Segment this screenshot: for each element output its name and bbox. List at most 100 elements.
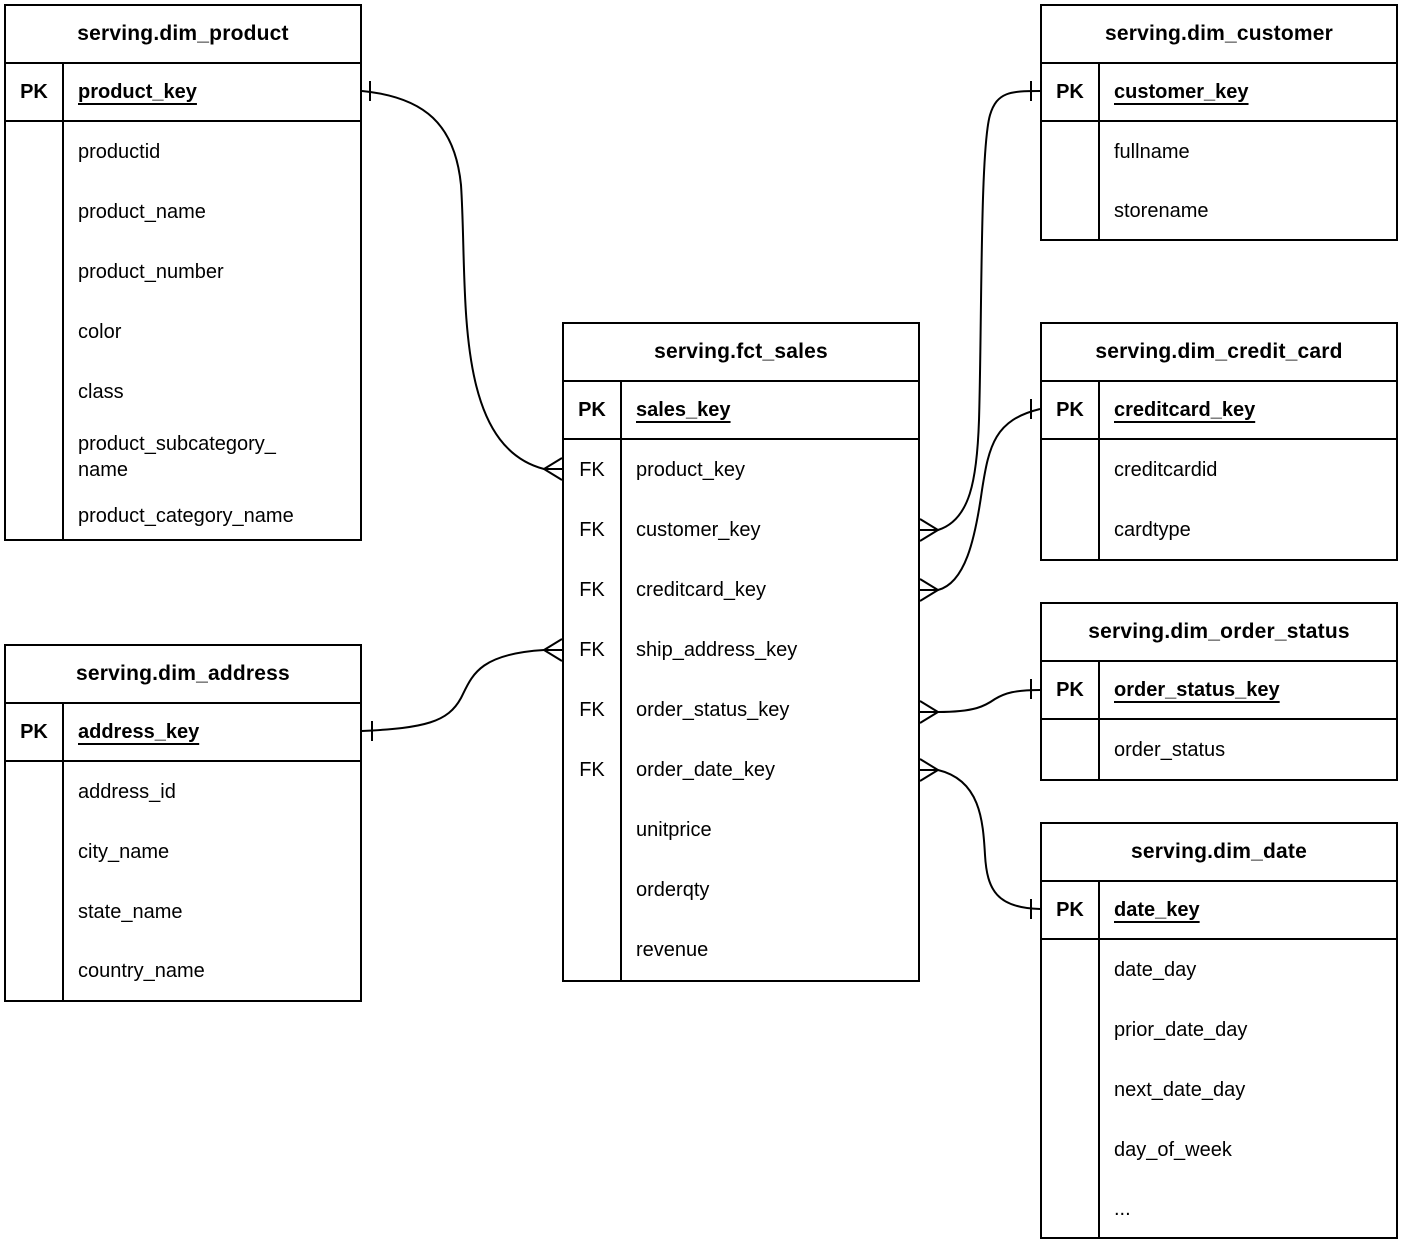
connector-line <box>937 769 1041 910</box>
key-badge <box>1042 1000 1100 1060</box>
connector-fct-sales-creditcard-key-to-dim-credit-card <box>919 399 1041 602</box>
pk-badge: PK <box>1042 882 1100 938</box>
connector-fct-sales-customer-key-to-dim-customer <box>919 81 1041 542</box>
table-title: serving.dim_product <box>6 6 360 64</box>
key-badge <box>6 762 64 822</box>
pk-badge: PK <box>6 704 64 760</box>
pk-badge: PK <box>564 382 622 438</box>
key-badge <box>1042 440 1100 500</box>
table-title: serving.dim_date <box>1042 824 1396 882</box>
key-badge <box>1042 1180 1100 1237</box>
pk-field-name: customer_key <box>1114 81 1249 103</box>
field-name: address_id <box>78 781 176 803</box>
field-row: FK product_key <box>564 440 918 500</box>
field-row: date_day <box>1042 940 1396 1000</box>
crow-foot-icon <box>919 518 940 542</box>
field-name: revenue <box>636 939 709 961</box>
field-row: storename <box>1042 182 1396 239</box>
connector-fct-sales-order-date-key-to-dim-date <box>919 758 1041 919</box>
key-badge <box>6 422 64 492</box>
table-dim-address: serving.dim_address PK address_key addre… <box>4 644 362 1002</box>
field-name: orderqty <box>636 879 710 901</box>
key-badge <box>6 182 64 242</box>
pk-row: PK creditcard_key <box>1042 382 1396 440</box>
field-name: customer_key <box>636 519 761 541</box>
field-name: next_date_day <box>1114 1079 1246 1101</box>
field-row: creditcardid <box>1042 440 1396 500</box>
connector-line <box>937 689 1041 713</box>
connector-line <box>937 408 1041 591</box>
pk-field-name: address_key <box>78 721 200 743</box>
fk-badge: FK <box>564 680 622 740</box>
key-badge <box>564 860 622 920</box>
key-badge <box>1042 182 1100 239</box>
crow-foot-icon <box>542 457 563 481</box>
pk-field-name: order_status_key <box>1114 679 1280 701</box>
field-row: unitprice <box>564 800 918 860</box>
field-row: next_date_day <box>1042 1060 1396 1120</box>
field-row: cardtype <box>1042 500 1396 559</box>
table-dim-date: serving.dim_date PK date_key date_day pr… <box>1040 822 1398 1239</box>
key-badge <box>6 822 64 882</box>
field-row: FK customer_key <box>564 500 918 560</box>
field-name: productid <box>78 141 161 163</box>
field-row: product_number <box>6 242 360 302</box>
field-name: storename <box>1114 199 1209 222</box>
pk-row: PK customer_key <box>1042 64 1396 122</box>
pk-row: PK address_key <box>6 704 360 762</box>
field-name: state_name <box>78 901 183 923</box>
key-badge <box>6 882 64 942</box>
field-row: orderqty <box>564 860 918 920</box>
table-title: serving.dim_customer <box>1042 6 1396 64</box>
connector-fct-sales-order-status-key-to-dim-order-status <box>919 679 1041 724</box>
connector-line <box>361 90 545 470</box>
fk-badge: FK <box>564 560 622 620</box>
key-badge <box>1042 122 1100 182</box>
key-badge <box>1042 1060 1100 1120</box>
pk-badge: PK <box>6 64 64 120</box>
table-dim-credit-card: serving.dim_credit_card PK creditcard_ke… <box>1040 322 1398 561</box>
pk-row: PK order_status_key <box>1042 662 1396 720</box>
key-badge <box>6 302 64 362</box>
field-name: date_day <box>1114 959 1197 981</box>
table-title: serving.dim_address <box>6 646 360 704</box>
field-name: product_number <box>78 261 224 283</box>
field-name: creditcard_key <box>636 579 767 601</box>
pk-badge: PK <box>1042 64 1100 120</box>
field-row: country_name <box>6 942 360 1000</box>
pk-field-name: product_key <box>78 81 197 103</box>
field-row: day_of_week <box>1042 1120 1396 1180</box>
field-row: order_status <box>1042 720 1396 779</box>
pk-field-name: sales_key <box>636 399 731 421</box>
key-badge <box>1042 720 1100 779</box>
connector-fct-sales-ship-address-key-to-dim-address <box>361 638 563 741</box>
key-badge <box>6 942 64 1000</box>
field-name: product_subcategory_name <box>78 433 276 481</box>
pk-row: PK product_key <box>6 64 360 122</box>
field-row: fullname <box>1042 122 1396 182</box>
field-row: address_id <box>6 762 360 822</box>
pk-field-name: date_key <box>1114 899 1200 921</box>
field-row: FK creditcard_key <box>564 560 918 620</box>
field-name: country_name <box>78 960 205 982</box>
field-name: creditcardid <box>1114 459 1218 481</box>
field-row: FK ship_address_key <box>564 620 918 680</box>
connector-line <box>361 649 545 732</box>
fk-badge: FK <box>564 740 622 800</box>
field-name: product_name <box>78 201 206 223</box>
table-title: serving.fct_sales <box>564 324 918 382</box>
table-dim-order-status: serving.dim_order_status PK order_status… <box>1040 602 1398 781</box>
crow-foot-icon <box>919 758 940 782</box>
field-name: color <box>78 321 122 343</box>
field-name: ... <box>1114 1197 1131 1220</box>
field-name: ship_address_key <box>636 639 798 661</box>
fk-badge: FK <box>564 620 622 680</box>
pk-row: PK sales_key <box>564 382 918 440</box>
field-row: product_subcategory_name <box>6 422 360 492</box>
field-row: FK order_date_key <box>564 740 918 800</box>
field-row: state_name <box>6 882 360 942</box>
field-name: unitprice <box>636 819 712 841</box>
table-dim-customer: serving.dim_customer PK customer_key ful… <box>1040 4 1398 241</box>
field-row: class <box>6 362 360 422</box>
crow-foot-icon <box>919 700 940 724</box>
